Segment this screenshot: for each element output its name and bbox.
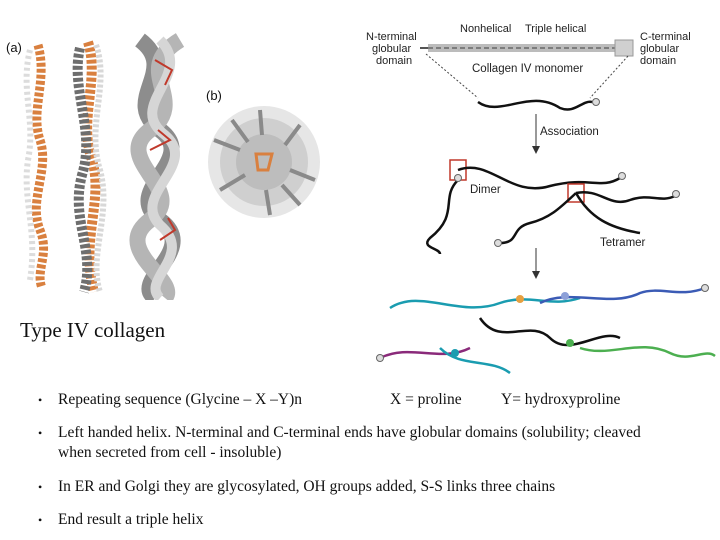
bullet-dot: • xyxy=(38,480,43,494)
bullet-dot: • xyxy=(38,393,43,407)
monomer-label: Collagen IV monomer xyxy=(472,63,583,75)
single-chain-model xyxy=(23,43,48,290)
slide-title: Type IV collagen xyxy=(20,318,166,342)
bullet-end-result: • End result a triple helix xyxy=(38,510,204,530)
dimer-illustration xyxy=(426,159,626,255)
association-label: Association xyxy=(540,126,599,138)
triple-helix-ribbon xyxy=(129,33,185,300)
three-chain-model xyxy=(72,40,107,294)
monomer-rod xyxy=(420,39,634,57)
bullet-dot: • xyxy=(38,513,43,527)
tetramer-label: Tetramer xyxy=(600,237,646,249)
bullet-1-main: Repeating sequence (Glycine – X –Y)n xyxy=(58,391,303,408)
bullet-er-golgi: • In ER and Golgi they are glycosylated,… xyxy=(38,477,556,497)
collagen-helix-figure: (a) (b) xyxy=(6,33,320,300)
dimer-label: Dimer xyxy=(470,184,501,196)
triple-helical-label: Triple helical xyxy=(525,23,586,35)
bullet-2-text: Left handed helix. N-terminal and C-term… xyxy=(58,424,641,461)
bullet-3-text: In ER and Golgi they are glycosylated, O… xyxy=(58,478,556,495)
tetramer-illustration xyxy=(494,183,680,247)
collagen-network xyxy=(376,284,716,375)
bullet-left-handed-helix: • Left handed helix. N-terminal and C-te… xyxy=(38,423,648,463)
panel-b-label: (b) xyxy=(206,88,222,103)
panel-a-label: (a) xyxy=(6,40,22,55)
bullet-1-x: X = proline xyxy=(390,391,462,408)
bullet-repeating-sequence: • Repeating sequence (Glycine – X –Y)n X… xyxy=(38,390,708,410)
nonhelical-label: Nonhelical xyxy=(460,23,511,35)
bullet-dot: • xyxy=(38,426,43,440)
bullet-4-text: End result a triple helix xyxy=(58,511,204,528)
bullet-1-y: Y= hydroxyproline xyxy=(501,391,621,408)
helix-end-view xyxy=(208,106,320,218)
